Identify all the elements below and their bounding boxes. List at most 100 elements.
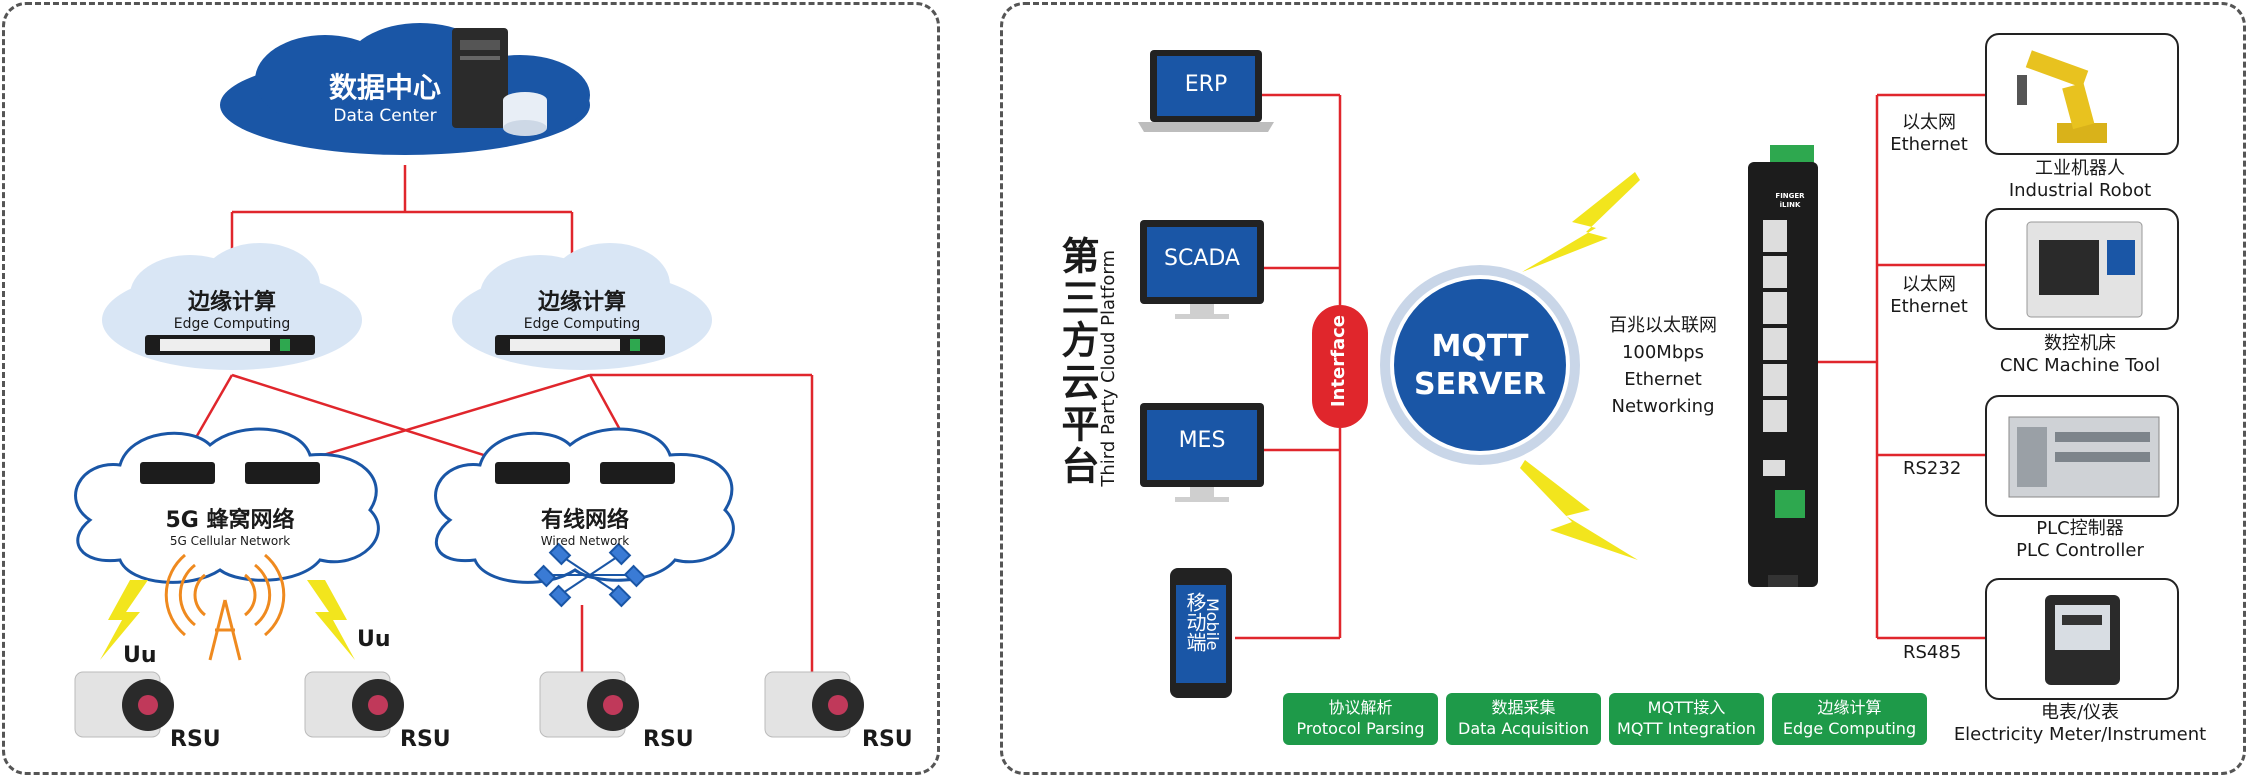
switch-mesh-icon [533, 542, 647, 608]
data-center-label: 数据中心 Data Center [295, 66, 475, 126]
rsu-label: RSU [862, 727, 913, 752]
uu-label: Uu [123, 643, 157, 668]
cell-tower-icon [164, 553, 286, 661]
device-cn: 数控机床 [2044, 333, 2116, 354]
left-connection-lines [188, 165, 814, 700]
server-tower-icon [452, 28, 547, 136]
feature-edge-computing: 边缘计算 Edge Computing [1772, 693, 1927, 745]
gateway-brand: FINGER iLINK [1768, 192, 1812, 210]
wired-router-icons [495, 462, 675, 484]
link-cn: 以太网 [1902, 112, 1956, 133]
data-center-cn: 数据中心 [328, 71, 441, 104]
lightning-bolt-icon [100, 580, 148, 660]
link-en: Ethernet [1890, 296, 1968, 317]
device-plc-box [1985, 395, 2179, 517]
feature-en: MQTT Integration [1617, 719, 1756, 738]
electricity-meter-icon [2045, 595, 2120, 685]
feature-en: Data Acquisition [1458, 719, 1589, 738]
wired-en: Wired Network [540, 534, 630, 548]
data-center-en: Data Center [333, 106, 437, 126]
feature-en: Edge Computing [1782, 719, 1917, 738]
cellular-en: 5G Cellular Network [169, 534, 291, 548]
link-label-ethernet-1: 以太网 Ethernet [1884, 112, 1974, 156]
link-cn: 以太网 [1902, 274, 1956, 295]
interface-label: Interface [1328, 315, 1349, 408]
network-line: Ethernet [1624, 369, 1702, 390]
erp-label: ERP [1184, 72, 1228, 97]
mobile-label-en: Mobile [1203, 598, 1222, 651]
device-en: Electricity Meter/Instrument [1953, 724, 2207, 745]
feature-protocol-parsing: 协议解析 Protocol Parsing [1283, 693, 1438, 745]
uu-label: Uu [357, 627, 391, 652]
rsu-camera-icons [74, 671, 864, 738]
network-line: 100Mbps [1621, 342, 1705, 363]
edge-label-2: 边缘计算 Edge Computing [502, 284, 662, 332]
rsu-label: RSU [170, 727, 221, 752]
edge-gateway-icon-2 [495, 335, 665, 355]
link-label-rs232: RS232 [1903, 458, 1962, 479]
feature-mqtt-integration: MQTT接入 MQTT Integration [1609, 693, 1764, 745]
wired-label: 有线网络 Wired Network [505, 502, 665, 548]
feature-cn: MQTT接入 [1647, 698, 1726, 717]
device-label-meter: 电表/仪表 Electricity Meter/Instrument [1935, 702, 2225, 746]
network-speed-label: 百兆以太联网 100Mbps Ethernet Networking [1598, 312, 1728, 420]
feature-data-acquisition: 数据采集 Data Acquisition [1446, 693, 1601, 745]
feature-cn: 协议解析 [1328, 698, 1393, 717]
mqtt-line1: MQTT [1431, 329, 1529, 364]
device-label-plc: PLC控制器 PLC Controller [1960, 518, 2200, 562]
feature-cn: 边缘计算 [1817, 698, 1882, 717]
platform-label-cn: 第三方云平台 [1055, 236, 1099, 488]
laptop-icon [1138, 50, 1274, 132]
edge-cn: 边缘计算 [187, 290, 276, 315]
device-robot-box [1985, 33, 2179, 155]
industrial-robot-icon [2017, 50, 2107, 143]
right-connection-lines [1235, 93, 1985, 640]
cellular-label: 5G 蜂窝网络 5G Cellular Network [140, 502, 320, 548]
cnc-machine-icon [2026, 221, 2143, 318]
edge-en: Edge Computing [173, 316, 291, 332]
device-label-cnc: 数控机床 CNC Machine Tool [1960, 333, 2200, 377]
gateway-device-icon [1748, 145, 1818, 587]
edge-label-1: 边缘计算 Edge Computing [152, 284, 312, 332]
lightning-bolt-icon [1520, 460, 1638, 560]
left-diagram [74, 23, 864, 738]
rsu-label: RSU [643, 727, 694, 752]
plc-controller-icon [2008, 416, 2160, 498]
mqtt-server-label: MQTT SERVER [1395, 328, 1565, 404]
device-label-robot: 工业机器人 Industrial Robot [1960, 158, 2200, 202]
monitor-icon [1140, 220, 1264, 319]
link-en: Ethernet [1890, 134, 1968, 155]
brand-line: iLINK [1779, 201, 1801, 209]
lightning-bolt-icon [1522, 172, 1640, 272]
link-label-ethernet-2: 以太网 Ethernet [1884, 274, 1974, 318]
platform-label-en: Third Party Cloud Platform [1098, 250, 1119, 487]
mes-label: MES [1178, 428, 1226, 453]
edge-en: Edge Computing [523, 316, 641, 332]
rsu-label: RSU [400, 727, 451, 752]
device-meter-box [1985, 578, 2179, 700]
device-cn: 工业机器人 [2035, 158, 2125, 179]
edge-gateway-icon-1 [145, 335, 315, 355]
lightning-bolt-icon [307, 580, 355, 660]
feature-en: Protocol Parsing [1296, 719, 1425, 738]
wired-cn: 有线网络 [540, 508, 629, 533]
feature-cn: 数据采集 [1491, 698, 1556, 717]
device-en: CNC Machine Tool [1999, 355, 2161, 376]
device-cnc-box [1985, 208, 2179, 330]
cellular-cn: 5G 蜂窝网络 [165, 508, 295, 533]
network-line: Networking [1611, 396, 1715, 417]
device-en: Industrial Robot [2008, 180, 2152, 201]
brand-line: FINGER [1775, 192, 1805, 200]
phone-icon [1170, 568, 1232, 698]
device-cn: PLC控制器 [2036, 518, 2124, 539]
device-en: PLC Controller [2016, 540, 2144, 561]
monitor-icon [1140, 403, 1264, 502]
edge-cn: 边缘计算 [537, 290, 626, 315]
interface-pill [1312, 305, 1368, 428]
device-cn: 电表/仪表 [2040, 702, 2120, 723]
scada-label: SCADA [1164, 246, 1240, 271]
link-label-rs485: RS485 [1903, 642, 1962, 663]
mobile-label-cn: 移动端 [1183, 592, 1207, 652]
network-line: 百兆以太联网 [1609, 315, 1717, 336]
